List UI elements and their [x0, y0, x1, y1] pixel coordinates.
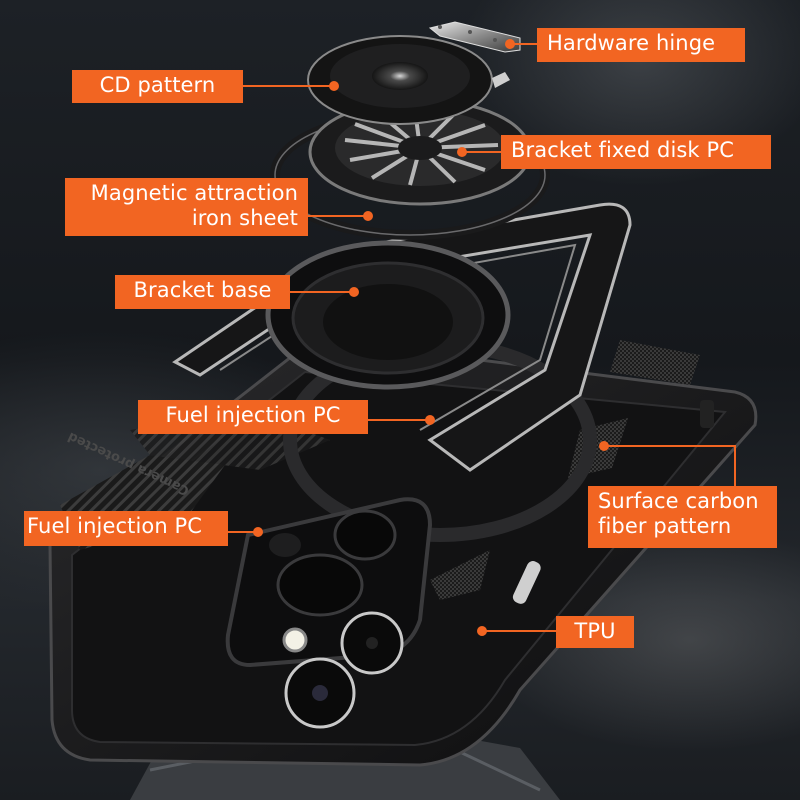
callout-text-line-2: iron sheet — [191, 206, 298, 230]
callout-fuel-injection-pc-camera: Fuel injection PC — [24, 511, 228, 546]
callout-text-line-1: Magnetic attraction — [90, 181, 298, 205]
hardware-hinge-part — [428, 21, 521, 53]
flash-icon — [282, 627, 308, 653]
callout-bracket-fixed-disk-pc: Bracket fixed disk PC — [501, 135, 771, 169]
callout-tpu: TPU — [556, 616, 634, 648]
phone-case-tpu: Camera protected — [48, 337, 758, 767]
callout-fuel-injection-pc-frame: Fuel injection PC — [138, 400, 368, 434]
callout-cd-pattern: CD pattern — [72, 70, 243, 103]
callout-text: Bracket fixed disk PC — [511, 138, 734, 162]
callout-text: TPU — [574, 619, 616, 643]
camera-island — [225, 497, 433, 668]
bracket-base-ring — [265, 240, 511, 390]
callout-text-line-1: Surface carbon — [598, 489, 759, 513]
callout-surface-carbon-fiber-pattern: Surface carbon fiber pattern — [588, 486, 777, 548]
callout-text: Hardware hinge — [547, 31, 716, 55]
callout-text: Bracket base — [133, 278, 272, 302]
cd-pattern-disk — [307, 35, 510, 125]
callout-magnetic-attraction-iron-sheet: Magnetic attraction iron sheet — [65, 178, 308, 236]
callout-bracket-base: Bracket base — [115, 275, 290, 309]
callout-text: Fuel injection PC — [27, 514, 203, 538]
callout-text: Fuel injection PC — [165, 403, 341, 427]
bracket-fixed-disk — [308, 98, 532, 206]
callout-leaders — [228, 39, 736, 636]
callout-text: CD pattern — [99, 73, 216, 97]
callout-hardware-hinge: Hardware hinge — [537, 28, 745, 62]
callout-text-line-2: fiber pattern — [598, 514, 732, 538]
